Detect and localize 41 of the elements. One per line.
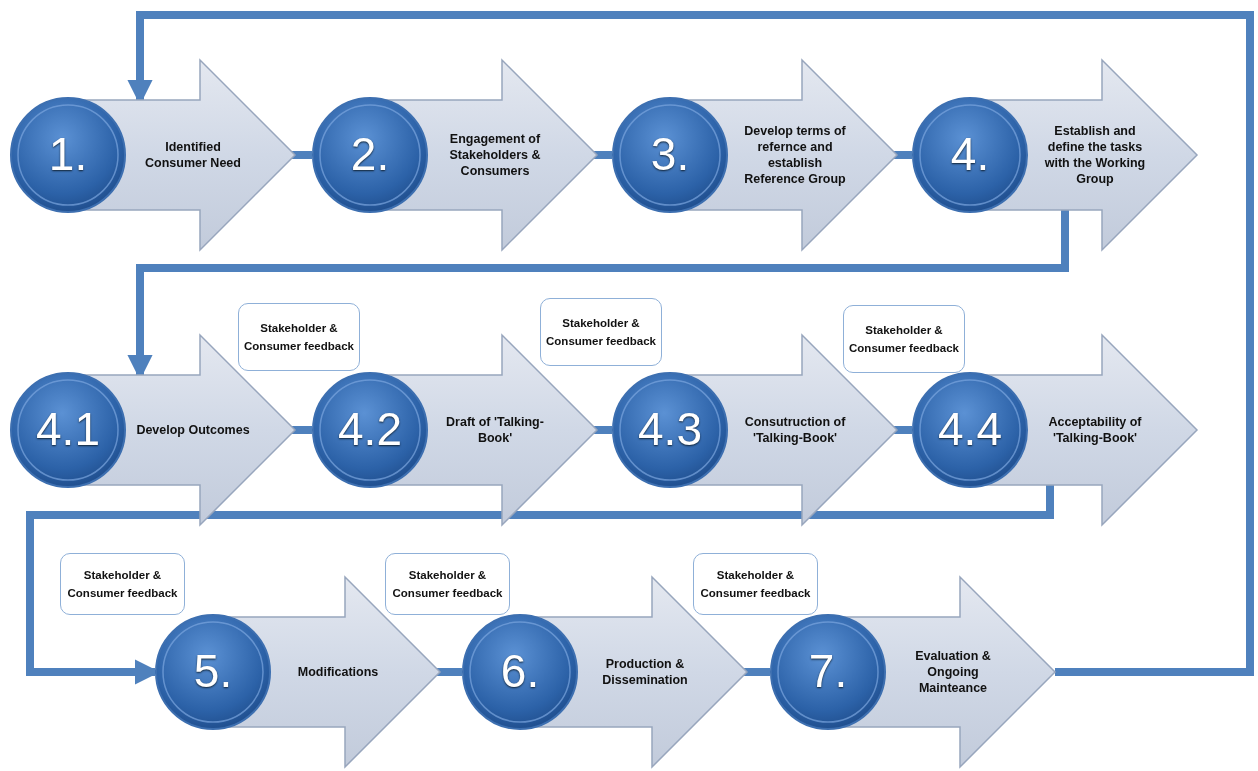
feedback-box: [843, 305, 965, 373]
process-step: [8, 60, 295, 250]
step-number: 4.1: [35, 402, 101, 456]
process-step: [910, 60, 1197, 250]
feedback-box: [60, 553, 185, 615]
feedback-box: [693, 553, 818, 615]
step-number: 7.: [807, 644, 849, 698]
step-label: Develop terms of refernce and establish Reference Group: [743, 122, 847, 188]
step-label: Identified Consumer Need: [144, 138, 242, 171]
step-label: Modifications: [296, 664, 380, 681]
step-number: 5.: [192, 644, 234, 698]
step-number: 2.: [349, 127, 391, 181]
feedback-box: [540, 298, 662, 366]
feedback-box: [385, 553, 510, 615]
step-number: 4.2: [337, 402, 403, 456]
step-number: 1.: [47, 127, 89, 181]
step-label: Draft of 'Talking-Book': [445, 413, 545, 446]
arrow: [127, 11, 1254, 676]
step-number: 6.: [499, 644, 541, 698]
feedback-text: Stakeholder & Consumer feedback: [545, 315, 657, 349]
feedback-text: Stakeholder & Consumer feedback: [699, 567, 812, 601]
feedback-box: [238, 303, 360, 371]
step-label: Evaluation & Ongoing Mainteance: [914, 647, 992, 697]
arrow: [26, 485, 1054, 685]
step-label: Production & Dissemination: [601, 655, 689, 688]
step-number: 4.4: [937, 402, 1003, 456]
feedback-text: Stakeholder & Consumer feedback: [66, 567, 179, 601]
step-label: Establish and define the tasks with the Working Group: [1043, 122, 1147, 188]
step-label: Engagement of Stakeholders & Consumers: [448, 130, 542, 180]
feedback-text: Stakeholder & Consumer feedback: [243, 320, 355, 354]
feedback-text: Stakeholder & Consumer feedback: [848, 322, 960, 356]
process-step: [910, 335, 1197, 525]
step-number: 3.: [649, 127, 691, 181]
process-step: [310, 60, 597, 250]
step-label: Develop Outcomes: [135, 422, 251, 439]
step-number: 4.3: [637, 402, 703, 456]
process-step: [610, 60, 897, 250]
step-number: 4.: [949, 127, 991, 181]
step-label: Consutruction of 'Talking-Book': [743, 413, 847, 446]
feedback-text: Stakeholder & Consumer feedback: [391, 567, 504, 601]
step-label: Acceptability of 'Talking-Book': [1047, 413, 1143, 446]
